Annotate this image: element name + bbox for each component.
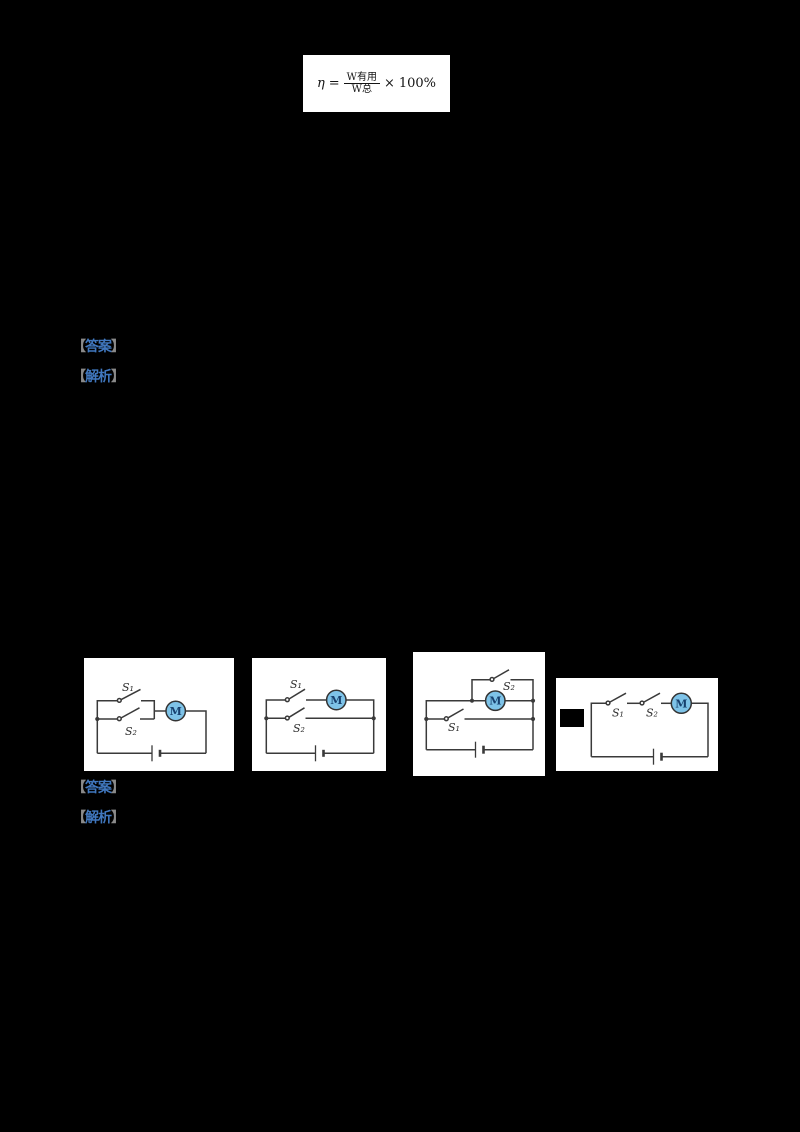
switch-s1-blade xyxy=(447,708,464,719)
switch-s1-pivot xyxy=(605,700,611,706)
switch-s2-label: S₂ xyxy=(503,680,515,693)
circuit-option-c-image: M S₂ S₁ xyxy=(413,652,545,776)
switch-s1-label: S₁ xyxy=(122,681,134,694)
junction-dot xyxy=(424,716,429,722)
motor-label: M xyxy=(330,694,342,707)
switch-s2-label: S₂ xyxy=(125,725,137,738)
junction-dot xyxy=(530,698,536,703)
circuit-a-wires xyxy=(96,688,207,762)
motor-label: M xyxy=(170,705,182,718)
bracket-close: 】 xyxy=(111,339,125,355)
switch-s2-pivot xyxy=(116,716,122,722)
analysis-badge-text: 解析 xyxy=(85,369,112,385)
formula-denominator: W总 xyxy=(351,84,372,95)
circuit-c-wires xyxy=(425,669,534,758)
motor-icon xyxy=(325,689,347,711)
motor-icon xyxy=(670,692,693,715)
switch-s1-label: S₁ xyxy=(448,721,460,734)
answer-badge-1: 【答案】 xyxy=(72,338,125,356)
switch-s1-blade xyxy=(120,688,141,701)
formula-percent: 100% xyxy=(398,76,437,91)
switch-s2-blade xyxy=(288,707,305,718)
switch-s2-label: S₂ xyxy=(646,707,658,720)
junction-dot xyxy=(469,698,475,703)
formula-fraction: W有用 W总 xyxy=(343,72,380,96)
circuit-d: M S₁ S₂ xyxy=(560,692,709,765)
switch-s2-blade xyxy=(643,692,661,703)
switch-s2-blade xyxy=(120,707,140,719)
bracket-close: 】 xyxy=(111,780,125,796)
formula-operator: × xyxy=(383,76,395,91)
circuit-d-wires xyxy=(590,692,709,765)
switch-s2-label: S₂ xyxy=(293,722,305,735)
motor-label: M xyxy=(489,695,501,708)
circuit-option-a-image: M S₁ S₂ xyxy=(84,658,234,771)
switch-s1-pivot xyxy=(443,716,449,722)
switch-s1-label: S₁ xyxy=(290,678,302,691)
circuit-b-wires xyxy=(265,688,375,762)
junction-dot xyxy=(371,716,376,721)
bracket-open: 【 xyxy=(72,780,86,796)
formula-lhs: η xyxy=(316,76,325,91)
junction-dot xyxy=(95,716,100,722)
analysis-badge-1: 【解析】 xyxy=(72,368,125,386)
efficiency-formula-image: η = W有用 W总 × 100% xyxy=(303,55,450,112)
switch-s2-pivot xyxy=(284,715,290,721)
bracket-open: 【 xyxy=(72,339,86,355)
junction-dot xyxy=(530,716,536,722)
bracket-open: 【 xyxy=(72,810,86,826)
motor-icon xyxy=(165,700,187,722)
junction-dot xyxy=(264,716,269,721)
answer-badge-text: 答案 xyxy=(85,339,112,355)
circuit-a: M S₁ S₂ xyxy=(95,681,207,762)
switch-s1-pivot xyxy=(116,697,122,704)
motor-icon xyxy=(484,690,506,712)
circuit-option-b-image: M S₁ S₂ xyxy=(252,658,386,771)
answer-badge-2: 【答案】 xyxy=(72,779,125,797)
analysis-badge-text: 解析 xyxy=(85,810,112,826)
answer-badge-text: 答案 xyxy=(85,780,112,796)
motor-label: M xyxy=(675,697,687,710)
formula-numerator: W有用 xyxy=(343,72,380,84)
bracket-close: 】 xyxy=(111,369,125,385)
switch-s1-label: S₁ xyxy=(612,707,624,720)
switch-s2-pivot xyxy=(489,676,495,683)
switch-s2-pivot xyxy=(639,700,645,706)
switch-s1-blade xyxy=(288,688,306,700)
circuit-c: M S₂ S₁ xyxy=(424,669,536,758)
switch-s2-blade xyxy=(493,669,510,680)
circuit-option-d-image: M S₁ S₂ xyxy=(556,678,718,771)
bracket-close: 】 xyxy=(111,810,125,826)
circuit-b: M S₁ S₂ xyxy=(264,678,376,762)
switch-s1-blade xyxy=(609,692,627,703)
bracket-open: 【 xyxy=(72,369,86,385)
switch-s1-pivot xyxy=(284,697,290,703)
obscured-black-blob xyxy=(560,709,584,727)
analysis-badge-2: 【解析】 xyxy=(72,809,125,827)
formula-equals: = xyxy=(328,76,340,91)
